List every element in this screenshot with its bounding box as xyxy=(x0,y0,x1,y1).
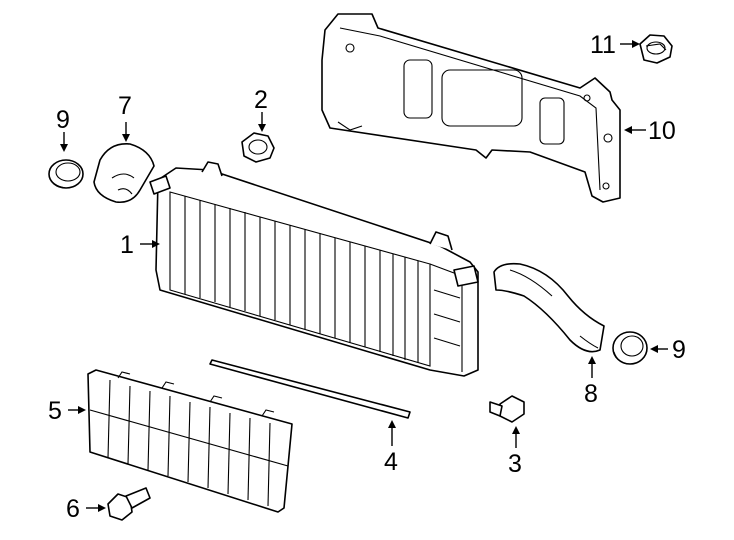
callout-5: 5 xyxy=(48,397,62,425)
callout-1: 1 xyxy=(120,231,134,259)
nut-2 xyxy=(241,132,275,163)
callout-3: 3 xyxy=(508,450,522,478)
nut-top xyxy=(639,34,673,64)
bolt-6 xyxy=(107,487,151,521)
seal-ring-left xyxy=(48,159,84,189)
outlet-hose xyxy=(493,262,605,353)
inlet-hose xyxy=(93,143,155,204)
callout-8: 8 xyxy=(584,380,598,408)
callout-2: 2 xyxy=(254,86,268,114)
seal-strip xyxy=(209,359,411,419)
air-deflector xyxy=(87,369,293,513)
seal-ring-right xyxy=(612,331,648,365)
bolt-3 xyxy=(489,395,525,423)
callout-4: 4 xyxy=(384,448,398,476)
callout-10: 10 xyxy=(648,117,676,145)
mounting-bracket xyxy=(321,13,621,203)
intercooler xyxy=(149,161,479,377)
callout-9-right: 9 xyxy=(672,336,686,364)
callout-7: 7 xyxy=(118,92,132,120)
callout-9-left: 9 xyxy=(56,106,70,134)
callout-11: 11 xyxy=(590,31,616,59)
callout-6: 6 xyxy=(66,495,80,523)
callout-labels: 1 2 3 4 5 6 7 8 9 9 10 11 xyxy=(48,31,686,523)
leader-arrows xyxy=(60,40,668,512)
